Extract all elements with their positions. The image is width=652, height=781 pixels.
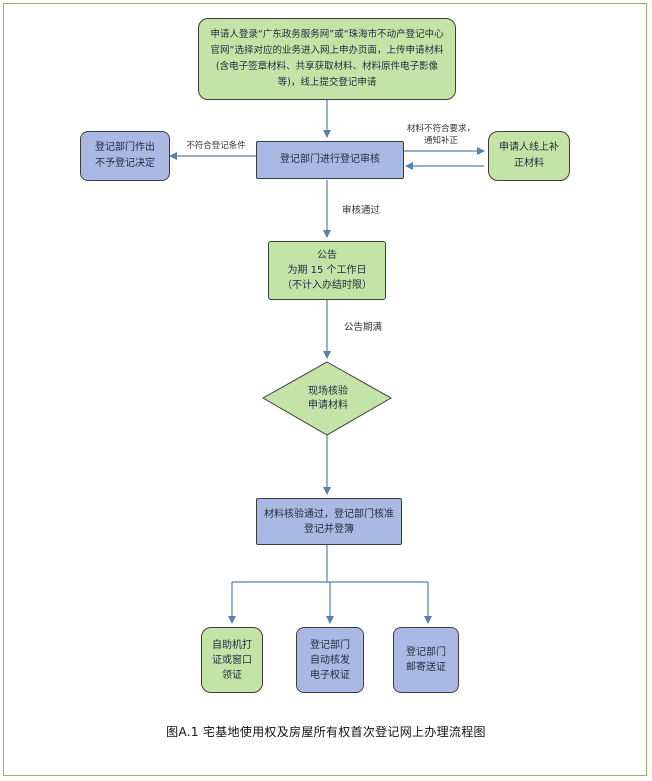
node-mail-certificate: 登记部门 邮寄送证 xyxy=(393,627,459,693)
node-electronic-certificate: 登记部门 自动核发 电子权证 xyxy=(296,627,364,693)
node-site-inspection-label: 现场核验 申请材料 xyxy=(308,386,348,411)
edge-label-notice-expired: 公告期满 xyxy=(344,322,383,333)
node-registration-review: 登记部门进行登记审核 xyxy=(256,141,404,179)
edge-label-supplement-request: 材料不符合要求， 通知补正 xyxy=(406,124,475,146)
node-self-print-certificate: 自助机打 证或窗口 领证 xyxy=(201,627,263,693)
figure-caption: 图A.1 宅基地使用权及房屋所有权首次登记网上办理流程图 xyxy=(166,725,486,739)
node-online-apply: 申请人登录“广东政务服务网”或“珠海市不动产登记中心官网”选择对应的业务进入网上… xyxy=(198,18,456,100)
node-reject-decision: 登记部门作出 不予登记决定 xyxy=(80,131,170,181)
node-online-supplement: 申请人线上补 正材料 xyxy=(488,131,570,181)
edge-label-review-passed: 审核通过 xyxy=(342,205,381,216)
edge-label-not-meet: 不符合登记条件 xyxy=(186,141,246,151)
node-public-notice: 公告 为期 15 个工作日 （不计入办结时限） xyxy=(268,241,386,300)
figure-frame xyxy=(3,3,647,776)
node-approve-register: 材料核验通过，登记部门核准 登记并登簿 xyxy=(256,498,402,545)
